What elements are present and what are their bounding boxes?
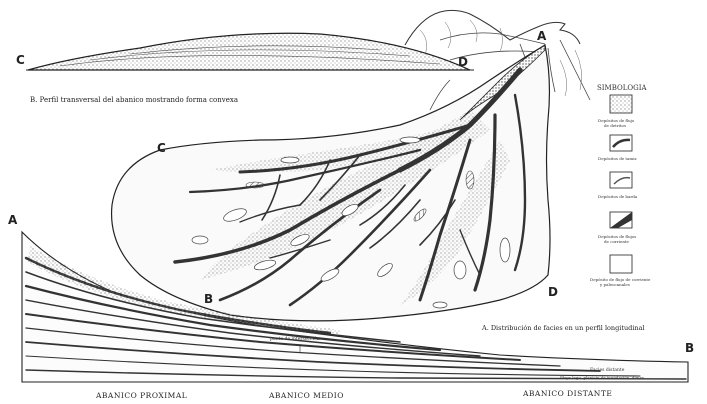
profile-label-a: A — [8, 213, 18, 227]
profile-label-b: B — [685, 341, 694, 355]
zone-medio: ABANICO MEDIO — [268, 391, 344, 400]
fan-plan-view: C B D — [112, 45, 558, 321]
section-label-c: C — [16, 53, 25, 67]
legend-swatch-debris-flow — [610, 95, 632, 113]
zone-distante: ABANICO DISTANTE — [522, 389, 612, 398]
bar-lens — [500, 238, 510, 262]
distal-note-label: Playa lago, planicie de inundación, duna… — [560, 375, 644, 380]
zone-labels: ABANICO PROXIMAL ABANICO MEDIO ABANICO D… — [95, 389, 612, 400]
hatched-bar — [466, 171, 474, 189]
legend-swatch-paleochannel — [610, 255, 632, 273]
plan-label-c: C — [157, 141, 166, 155]
intersection-label: punto de intersección — [270, 335, 320, 342]
legend-swatch-sieve — [610, 135, 632, 151]
plan-label-d: D — [548, 285, 558, 299]
legend-swatch-bar — [610, 172, 632, 188]
bar-lens — [281, 157, 299, 163]
bar-lens — [454, 261, 466, 279]
convex-fan-section — [28, 33, 470, 70]
mountain-outline — [405, 10, 580, 45]
hatched-bar — [246, 182, 264, 188]
bar-lens — [400, 137, 420, 143]
legend-label: de detritos — [604, 123, 626, 128]
zone-proximal: ABANICO PROXIMAL — [95, 391, 187, 400]
apex-label-a: A — [537, 29, 547, 43]
longitudinal-caption: A. Distribución de facies en un perfil l… — [481, 324, 645, 332]
legend-label: y paleocanales — [599, 282, 630, 287]
transverse-caption: B. Perfil transversal del abanico mostra… — [30, 96, 238, 104]
legend-title: SIMBOLOGIA — [597, 84, 647, 92]
legend: SIMBOLOGIA Depósitos de flujo de detrito… — [590, 84, 651, 287]
legend-label: Depósitos de tamiz — [598, 156, 637, 161]
distal-facies-label: Facies distante — [590, 367, 625, 373]
legend-label: Depósitos de barda — [598, 194, 638, 199]
bar-lens — [433, 302, 447, 308]
plan-label-b: B — [204, 292, 213, 306]
legend-label: de corriente — [604, 239, 630, 244]
bar-lens — [192, 236, 208, 244]
